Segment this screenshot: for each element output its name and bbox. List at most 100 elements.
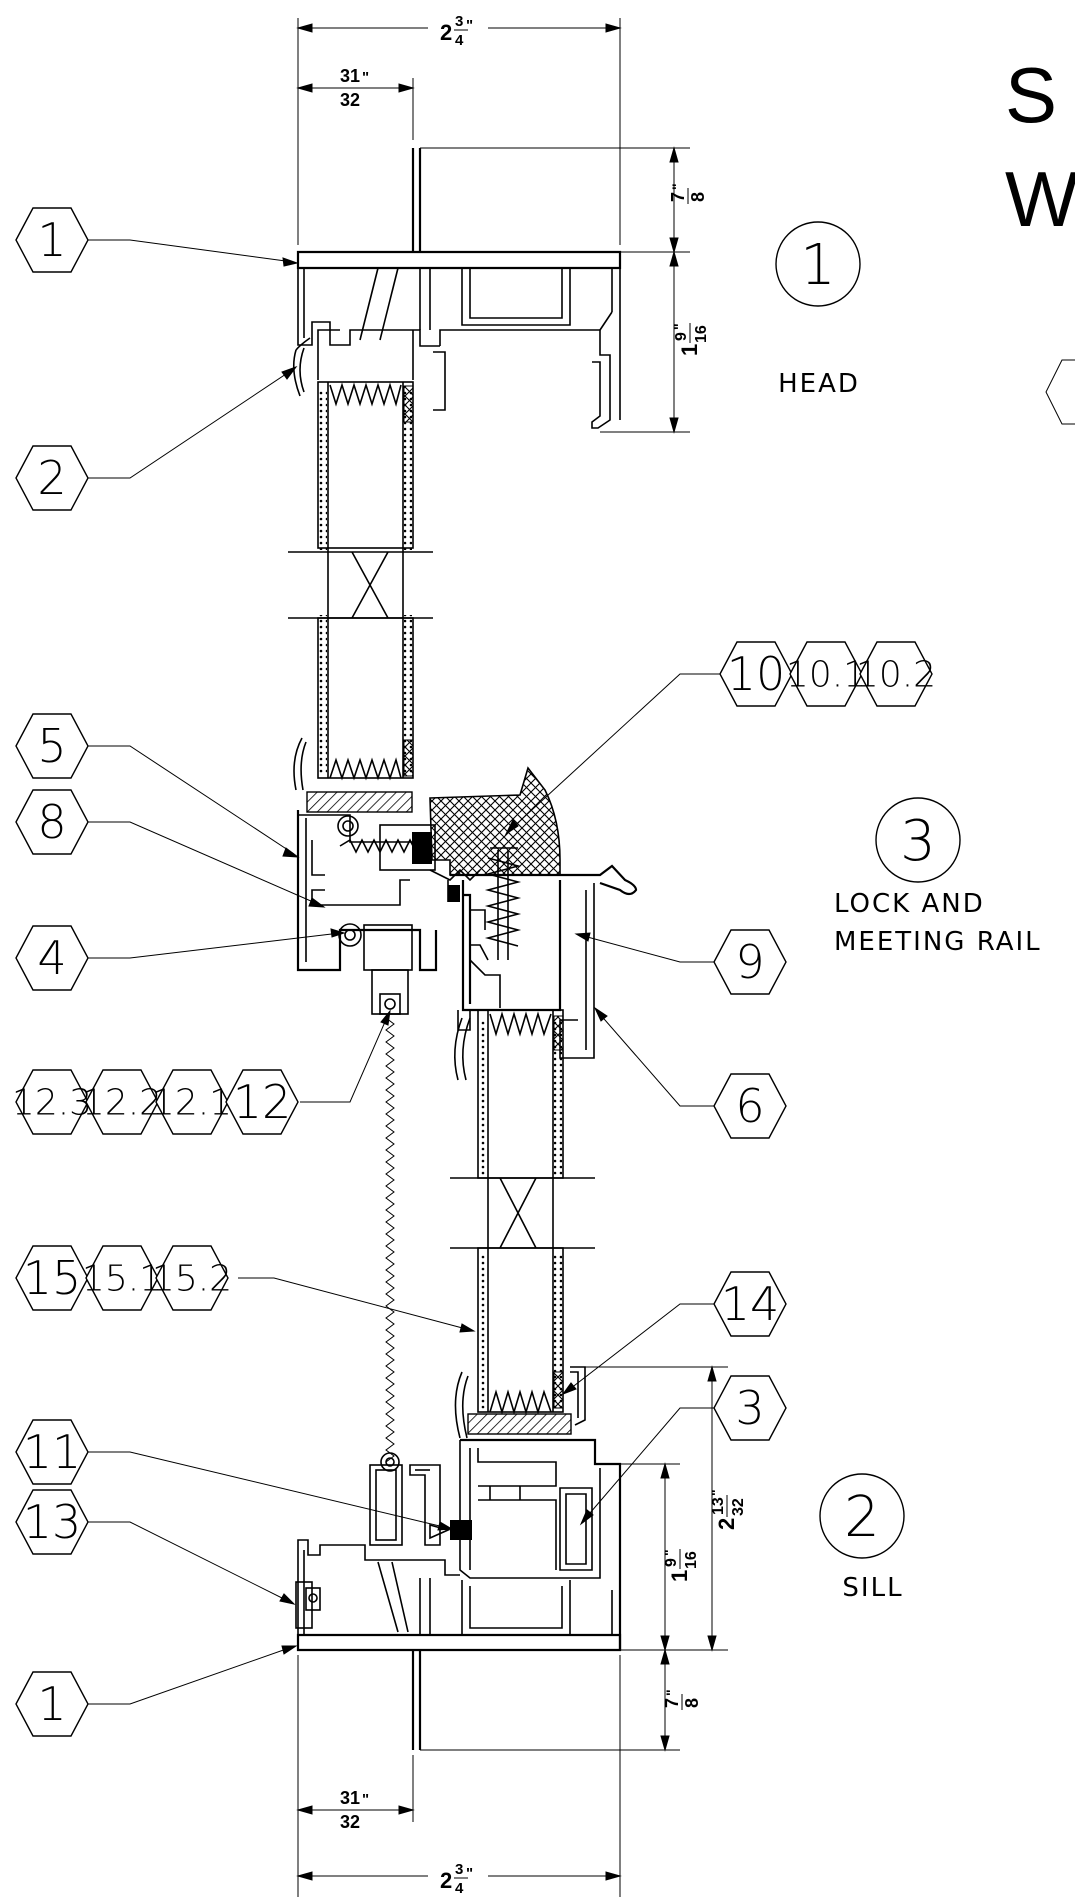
svg-text:9: 9: [663, 1558, 680, 1567]
view-marker-head: 1 HEAD: [775, 221, 861, 399]
svg-text:2: 2: [714, 1518, 739, 1530]
lower-sash-glass: [450, 1009, 595, 1439]
callout-label: 11: [23, 1425, 82, 1479]
callout-hexagon: [713, 1271, 787, 1337]
title-line-2: W: [1005, 155, 1075, 243]
view-number-lock: 3: [900, 809, 936, 874]
dim-sill-overall: 2 13 32 ": [708, 1489, 747, 1530]
dimension-lines: [296, 18, 728, 1897]
callout-label: 12.2: [82, 1082, 162, 1123]
upper-sash-meeting-rail: [296, 791, 438, 1015]
callout-hexagon: [15, 925, 89, 991]
lower-sash-meeting-rail: [447, 864, 638, 1081]
callout-label: 6: [735, 1079, 764, 1133]
leader-lines: [88, 239, 720, 1705]
svg-text:": ": [669, 183, 685, 190]
callout-hexagon: [15, 713, 89, 779]
view-marker-sill: 2 SILL: [819, 1473, 905, 1603]
callout-label: 8: [37, 795, 66, 849]
callout-hexagon: [225, 1069, 299, 1135]
title-line-1: S: [1005, 51, 1057, 139]
callout-label: 10.1: [786, 654, 866, 695]
callout-label: 9: [735, 935, 764, 989]
svg-text:16: 16: [683, 1551, 700, 1569]
dim-sill-extension: 7 8 ": [662, 1689, 702, 1710]
callout-label: 15.2: [152, 1258, 232, 1299]
callout-hexagon: [15, 789, 89, 855]
view-label-head: HEAD: [778, 369, 860, 399]
dim-overall-bottom: 2 3 4 ": [440, 1861, 473, 1897]
callout-label: 3: [735, 1381, 764, 1435]
svg-text:1: 1: [677, 344, 702, 356]
callout-hexagon: [15, 1671, 89, 1737]
callout-label: 12.3: [12, 1082, 92, 1123]
dim-offset-bottom: 31 32 ": [338, 1788, 369, 1832]
svg-text:4: 4: [455, 32, 464, 49]
svg-text:2: 2: [440, 1868, 452, 1893]
callout-label: 12: [233, 1075, 292, 1129]
svg-text:4: 4: [455, 1880, 464, 1897]
svg-text:9: 9: [673, 332, 690, 341]
svg-text:1: 1: [667, 1570, 692, 1582]
view-number-head: 1: [800, 233, 836, 298]
dim-overall-top: 2 3 4 ": [440, 13, 473, 49]
callout-label: 13: [23, 1495, 82, 1549]
svg-text:32: 32: [340, 1812, 360, 1832]
callout-hexagon: [859, 641, 933, 707]
svg-text:13: 13: [710, 1497, 727, 1515]
svg-text:3: 3: [455, 1861, 463, 1878]
sheet-title: S W: [1005, 51, 1075, 243]
svg-text:7: 7: [662, 1698, 682, 1708]
svg-text:": ": [362, 69, 369, 86]
partial-callout-edge: [1045, 359, 1075, 425]
svg-text:32: 32: [340, 90, 360, 110]
callout-label: 15.1: [82, 1258, 162, 1299]
callout-label: 1: [37, 213, 66, 267]
head-frame-profile: [292, 148, 622, 429]
callout-label: 12.1: [152, 1082, 232, 1123]
dim-head-frame: 1 9 16 ": [671, 323, 710, 356]
callout-label: 5: [37, 719, 66, 773]
view-number-sill: 2: [844, 1485, 880, 1550]
svg-text:16: 16: [693, 325, 710, 343]
svg-text:31: 31: [340, 66, 360, 86]
view-label-lock-1: LOCK AND: [834, 889, 985, 919]
callout-hexagon: [15, 1419, 89, 1485]
callout-hexagon: [713, 929, 787, 995]
svg-text:7: 7: [668, 192, 688, 202]
sill-frame-profile: [295, 1366, 622, 1750]
callout-hexagon: [155, 1245, 229, 1311]
balance-chain: [385, 1011, 395, 1463]
callout-hexagon: [15, 1489, 89, 1555]
svg-text:3: 3: [455, 13, 463, 30]
svg-text:32: 32: [730, 1498, 747, 1516]
dim-sill-frame: 1 9 16 ": [661, 1549, 700, 1582]
callout-label: 15: [23, 1251, 82, 1305]
callout-hexagon: [713, 1073, 787, 1139]
svg-text:": ": [671, 323, 687, 330]
callout-hexagon: [15, 445, 89, 511]
callout-label: 2: [37, 451, 66, 505]
sash-lock-assembly: [429, 766, 561, 960]
callout-label: 10: [727, 647, 786, 701]
dim-offset-top: 31 32 ": [338, 66, 369, 110]
view-marker-lock: 3 LOCK AND MEETING RAIL: [834, 797, 1042, 957]
callout-hexagon: [15, 207, 89, 273]
view-label-lock-2: MEETING RAIL: [834, 927, 1042, 957]
callout-label: 1: [37, 1677, 66, 1731]
svg-text:8: 8: [688, 192, 708, 202]
dim-head-extension: 7 8 ": [668, 183, 708, 204]
callout-label: 14: [721, 1277, 780, 1331]
view-label-sill: SILL: [842, 1573, 903, 1603]
svg-text:31: 31: [340, 1788, 360, 1808]
svg-text:": ": [708, 1489, 724, 1496]
svg-text:8: 8: [682, 1698, 702, 1708]
callout-label: 10.2: [856, 654, 936, 695]
svg-text:": ": [362, 1791, 369, 1808]
upper-sash-glass: [288, 381, 433, 791]
svg-text:": ": [466, 1865, 473, 1882]
svg-text:": ": [663, 1689, 679, 1696]
callout-label: 4: [37, 931, 66, 985]
